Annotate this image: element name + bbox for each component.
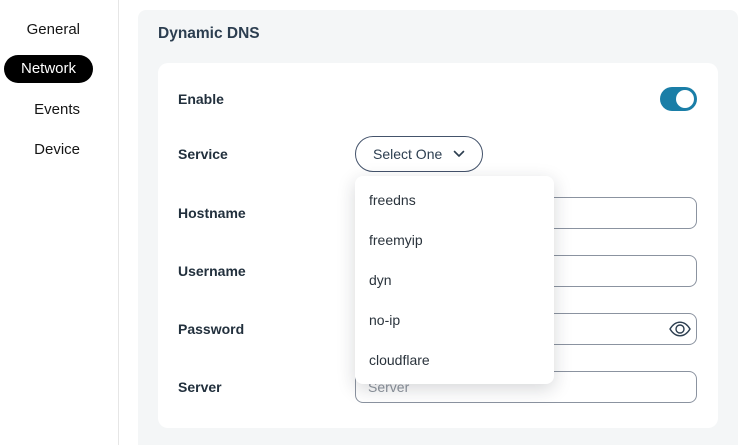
enable-label: Enable — [178, 91, 224, 107]
dropdown-option-dyn[interactable]: dyn — [369, 272, 392, 288]
enable-toggle[interactable] — [660, 87, 697, 111]
dropdown-option-cloudflare[interactable]: cloudflare — [369, 352, 430, 368]
hostname-label: Hostname — [178, 205, 246, 221]
dropdown-option-freedns[interactable]: freedns — [369, 192, 416, 208]
page-title: Dynamic DNS — [158, 25, 260, 42]
chevron-down-icon — [453, 150, 465, 157]
service-select[interactable]: Select One — [355, 136, 484, 172]
service-selected-value: Select One — [373, 146, 443, 162]
eye-icon — [669, 321, 691, 337]
main-panel: Dynamic DNS Enable Service Select One fr… — [138, 10, 738, 445]
password-label: Password — [178, 321, 245, 337]
server-label: Server — [178, 379, 222, 395]
username-label: Username — [178, 263, 246, 279]
dropdown-option-no-ip[interactable]: no-ip — [369, 312, 401, 328]
sidebar-item-network[interactable]: Network — [3, 55, 93, 83]
dropdown-option-freemyip[interactable]: freemyip — [369, 232, 423, 248]
dynamic-dns-card: Enable Service Select One freedns freemy… — [158, 63, 718, 428]
settings-sidebar: General Network Events Device — [0, 0, 119, 445]
sidebar-item-device[interactable]: Device — [34, 141, 80, 158]
service-dropdown-menu: freedns freemyip dyn no-ip cloudflare — [355, 176, 554, 384]
service-label: Service — [178, 146, 228, 162]
sidebar-item-general[interactable]: General — [26, 21, 80, 38]
toggle-knob — [676, 90, 694, 108]
toggle-password-visibility-button[interactable] — [664, 315, 696, 343]
sidebar-item-events[interactable]: Events — [34, 101, 80, 118]
